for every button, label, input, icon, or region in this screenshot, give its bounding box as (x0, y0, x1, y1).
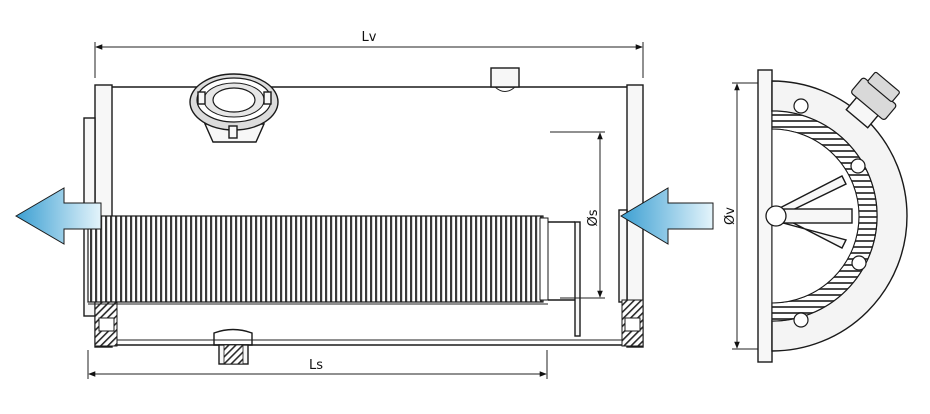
screen-element (87, 215, 581, 337)
side-view: Lv (15, 30, 714, 379)
outlet-flow-arrow (15, 187, 102, 245)
dimension-label-ov: Øv (723, 207, 738, 225)
dimension-label-ls: Ls (309, 358, 323, 373)
inlet-flow-arrow (620, 187, 714, 245)
dimension-ov: Øv (723, 82, 758, 350)
dimension-ls: Ls (87, 350, 548, 379)
end-bolt-holes (793, 98, 867, 328)
top-boss (490, 67, 520, 92)
end-view: Øv (723, 69, 908, 363)
dimension-os: Øs (550, 131, 605, 299)
top-nozzle (189, 73, 279, 143)
dimension-lv: Lv (94, 30, 644, 78)
dimension-label-lv: Lv (362, 30, 377, 45)
end-spokes (765, 175, 853, 249)
bottom-drain (213, 328, 253, 365)
end-view-nozzle (845, 71, 900, 129)
dimension-label-os: Øs (586, 209, 601, 226)
